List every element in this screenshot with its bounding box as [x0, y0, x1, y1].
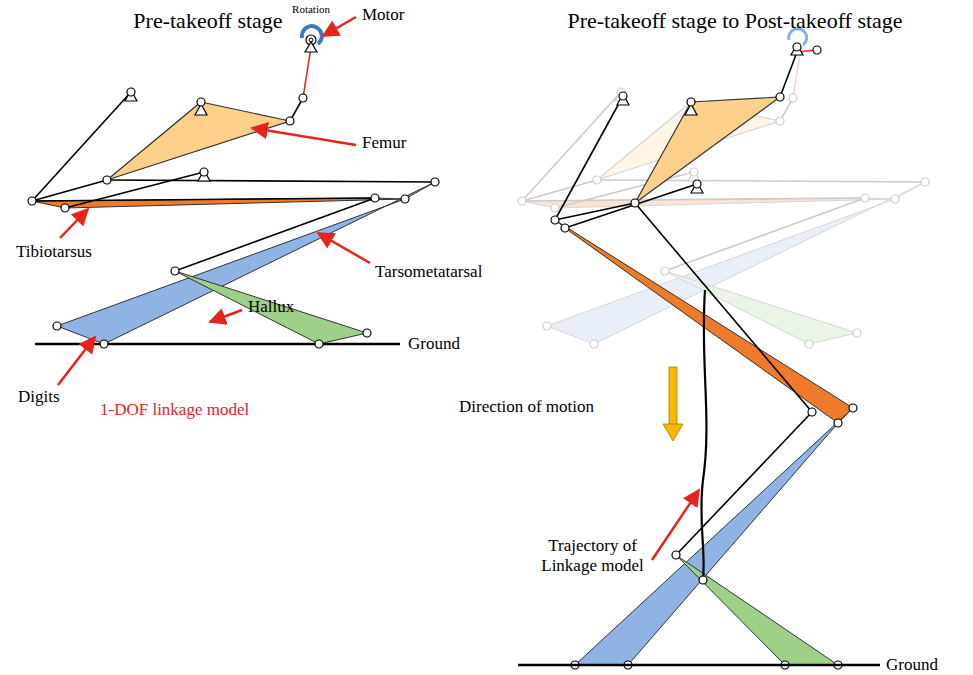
- motor-symbol: [302, 26, 322, 52]
- stage-heading: Pre-takeoff stage: [133, 8, 282, 33]
- motion-label: Direction of motion: [459, 397, 594, 417]
- stage-heading: Pre-takeoff stage to Post-takeoff stage: [567, 8, 902, 33]
- rotation-label: Rotation: [292, 3, 330, 16]
- ground-label: Ground: [886, 655, 938, 675]
- ghost-linkage: [518, 47, 929, 348]
- part-label: Motor: [362, 5, 405, 25]
- trajectory-label: Trajectory of Linkage model: [530, 536, 655, 575]
- part-label: Hallux: [248, 297, 294, 317]
- linkage-model: [28, 47, 439, 348]
- part-label: Tarsometatarsal: [375, 262, 482, 282]
- ground-label: Ground: [408, 334, 460, 354]
- part-label: Tibiotarsus: [16, 242, 92, 262]
- post-takeoff-linkage: [518, 29, 880, 669]
- part-label: Digits: [18, 387, 60, 407]
- direction-arrow: [663, 367, 683, 441]
- model-label: 1-DOF linkage model: [100, 400, 249, 420]
- part-label: Femur: [362, 133, 406, 153]
- leader-arrows: [58, 17, 699, 560]
